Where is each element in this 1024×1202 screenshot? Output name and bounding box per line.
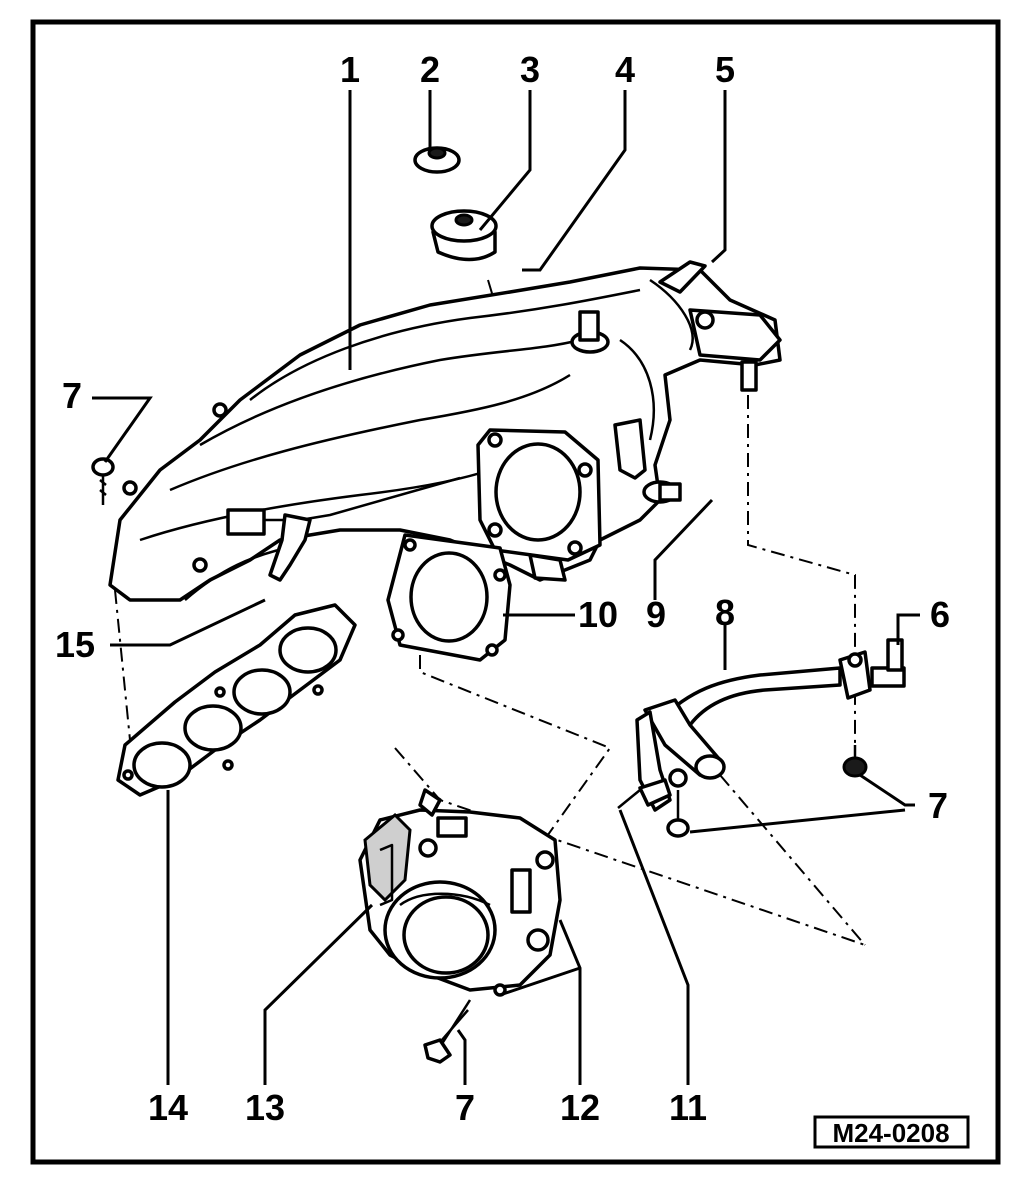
callout-11: 11 [669,1087,707,1128]
callout-7-bottom: 7 [455,1087,475,1128]
bolt-7-lower [423,999,472,1064]
callout-13: 13 [245,1087,285,1128]
reference-code: M24-0208 [832,1118,949,1148]
gasket-10 [386,533,512,662]
grommet-3 [430,209,498,262]
bolt-7-right [842,745,868,778]
callout-14: 14 [148,1087,188,1128]
manifold-bracket [613,418,682,504]
callout-5: 5 [715,49,735,90]
intake-manifold [108,260,782,602]
callout-15: 15 [55,624,95,665]
callout-7-right: 7 [928,785,948,826]
callouts: 1 2 3 4 5 7 15 10 9 8 6 7 14 13 7 12 11 [55,49,950,1128]
callout-6: 6 [930,594,950,635]
callout-3: 3 [520,49,540,90]
callout-1: 1 [340,49,360,90]
cap-2 [413,146,461,174]
callout-9: 9 [646,594,666,635]
callout-7-upper-left: 7 [62,375,82,416]
throttle-body-13 [358,788,562,997]
reference-code-box: M24-0208 [813,1115,970,1149]
gasket-14 [116,603,357,797]
callout-8: 8 [715,592,735,633]
callout-12: 12 [560,1087,600,1128]
hose-fitting-11 [617,768,690,838]
manifold-sensor-connector [226,476,461,582]
callout-4: 4 [615,49,635,90]
coolant-hose-8 [635,638,906,812]
callout-2: 2 [420,49,440,90]
callout-10: 10 [578,594,618,635]
manifold-throttle-flange [476,428,602,582]
leader-lines [92,90,920,1085]
bolt-7-upper-left [91,457,115,505]
